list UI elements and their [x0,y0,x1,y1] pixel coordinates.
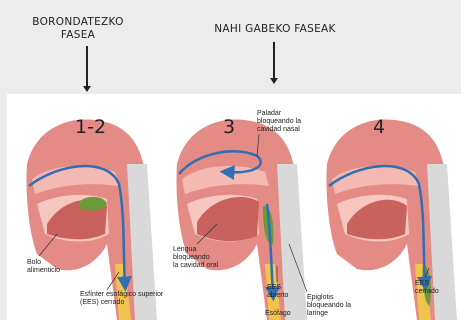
swallowing-figure-panel: 1-2 3 4 Bolo alimenticio Esfínter esofág… [7,94,461,320]
palate-callout: Paladar bloqueando la cavidad nasal [257,110,301,134]
palate-line1: Paladar [257,110,301,118]
palate-line3: cavidad nasal [257,126,301,134]
palate-line2: bloqueando la [257,118,301,126]
esophagus-callout: Esófago [265,310,291,318]
tongue-line3: la cavidad oral [173,262,218,270]
stage-number-3: 3 [223,116,235,138]
involuntary-phase-arrow-shaft [273,42,275,78]
bolus-callout: Bolo alimenticio [27,259,60,275]
ees-closed-callout: EES cerrado [415,280,439,296]
ees-closed-line2: cerrado [415,288,439,296]
head-stage-1-2 [26,120,157,320]
involuntary-phase-arrow-head [270,78,278,84]
tongue-callout: Lengua bloqueando la cavidad oral [173,246,218,270]
ues-open-line1: EES [267,284,288,292]
ues-open-callout: EES abierto [267,284,288,300]
epiglottis-callout: Epiglotis bloqueando la laringe [307,294,351,318]
ues-open-line2: abierto [267,292,288,300]
bolus-line2: alimenticio [27,267,60,275]
ees-closed-line1: EES [415,280,439,288]
epiglottis-line3: laringe [307,310,351,318]
oral-phase-arrow-shaft [86,46,88,86]
stage-number-1-2: 1-2 [75,116,106,138]
bolus-line1: Bolo [27,259,60,267]
ues-closed-line2: (EES) cerrado [80,299,163,307]
epiglottis-line1: Epiglotis [307,294,351,302]
oral-phase-label: BORONDATEZKO FASEA [28,16,128,42]
oral-phase-line2: FASEA [28,29,128,42]
epiglottis-line2: bloqueando la [307,302,351,310]
oral-phase-line1: BORONDATEZKO [28,16,128,29]
tongue-line2: bloqueando [173,254,218,262]
tongue-line1: Lengua [173,246,218,254]
ues-closed-line1: Esfínter esofágico superior [80,291,163,299]
involuntary-phase-label: NAHI GABEKO FASEAK [200,23,350,36]
ues-closed-callout: Esfínter esofágico superior (EES) cerrad… [80,291,163,307]
oral-phase-arrow-head [83,86,91,92]
stage-number-4: 4 [373,116,385,138]
